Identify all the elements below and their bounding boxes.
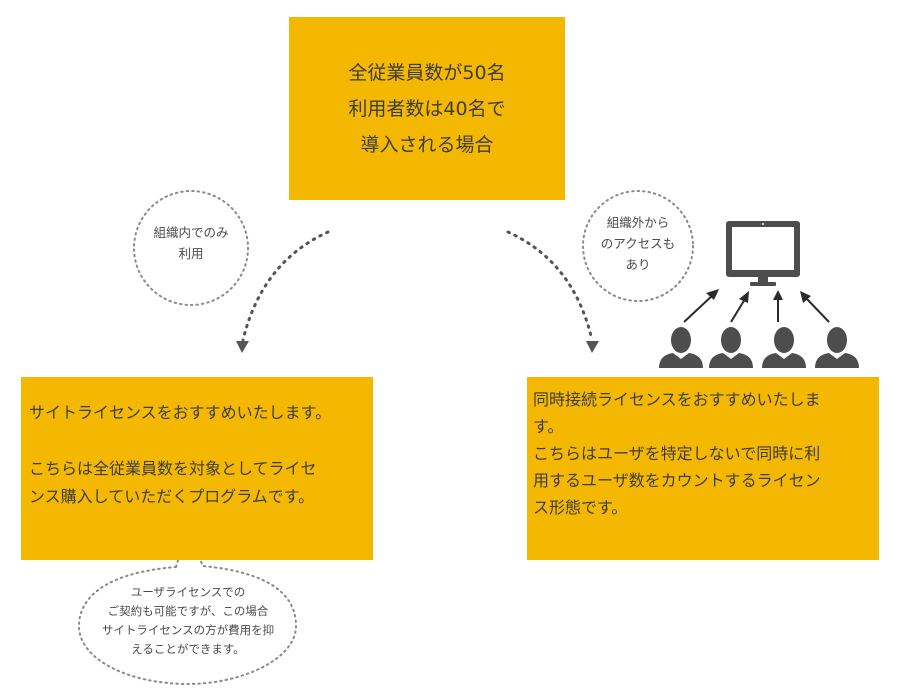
scenario-line-3: 導入される場合 — [360, 133, 494, 156]
external-access-line-3: あり — [625, 257, 651, 272]
note-line-4: えることができます。 — [131, 642, 245, 656]
site-license-line-3: ンス購入していただくプログラムです。 — [29, 487, 315, 506]
user-icon — [709, 327, 753, 368]
scenario-box: 全従業員数が50名 利用者数は40名で 導入される場合 — [289, 17, 565, 200]
concurrent-license-line-5: ス形態です。 — [533, 498, 628, 517]
user-license-note-bubble: ユーザライセンスでの ご契約も可能ですが、この場合 サイトライセンスの方が費用を… — [79, 583, 297, 659]
internal-use-line-2: 利用 — [178, 246, 204, 261]
note-line-2: ご契約も可能ですが、この場合 — [107, 604, 269, 618]
user-arrows — [683, 289, 830, 323]
scenario-line-2: 利用者数は40名で — [348, 97, 506, 120]
note-line-1: ユーザライセンスでの — [130, 585, 246, 599]
site-license-box: サイトライセンスをおすすめいたします。 こちらは全従業員数を対象としてライセ ン… — [21, 377, 373, 560]
right-bubble-outline — [582, 190, 694, 302]
concurrent-license-line-4: 用するユーザ数をカウントするライセン — [533, 471, 821, 490]
user-icon — [815, 327, 859, 368]
left-bubble-outline — [133, 190, 249, 306]
concurrent-license-line-2: す。 — [533, 417, 564, 436]
left-arrow-head — [236, 341, 249, 353]
bottom-bubble-outline — [77, 528, 298, 686]
concurrent-license-line-1: 同時接続ライセンスをおすすめいたしま — [533, 390, 821, 409]
user-icon — [762, 327, 806, 368]
monitor-icon — [726, 221, 800, 286]
concurrent-license-box: 同時接続ライセンスをおすすめいたしま す。 こちらはユーザを特定しないで同時に利… — [527, 377, 879, 560]
note-line-3: サイトライセンスの方が費用を抑 — [101, 623, 275, 637]
external-access-bubble: 組織外から のアクセスも あり — [586, 212, 690, 275]
scenario-line-1: 全従業員数が50名 — [348, 61, 506, 84]
internal-use-bubble: 組織内でのみ 利用 — [131, 222, 251, 264]
external-access-line-2: のアクセスも — [600, 236, 676, 251]
external-access-line-1: 組織外から — [606, 215, 670, 230]
user-icon — [659, 327, 703, 368]
left-dotted-arrow — [241, 230, 330, 342]
internal-use-line-1: 組織内でのみ — [153, 225, 229, 240]
right-dotted-arrow — [506, 230, 594, 342]
concurrent-license-line-3: こちらはユーザを特定しないで同時に利 — [533, 444, 821, 463]
site-license-line-2: こちらは全従業員数を対象としてライセ — [29, 459, 317, 478]
site-license-line-1: サイトライセンスをおすすめいたします。 — [29, 403, 332, 422]
right-arrow-head — [586, 341, 599, 353]
